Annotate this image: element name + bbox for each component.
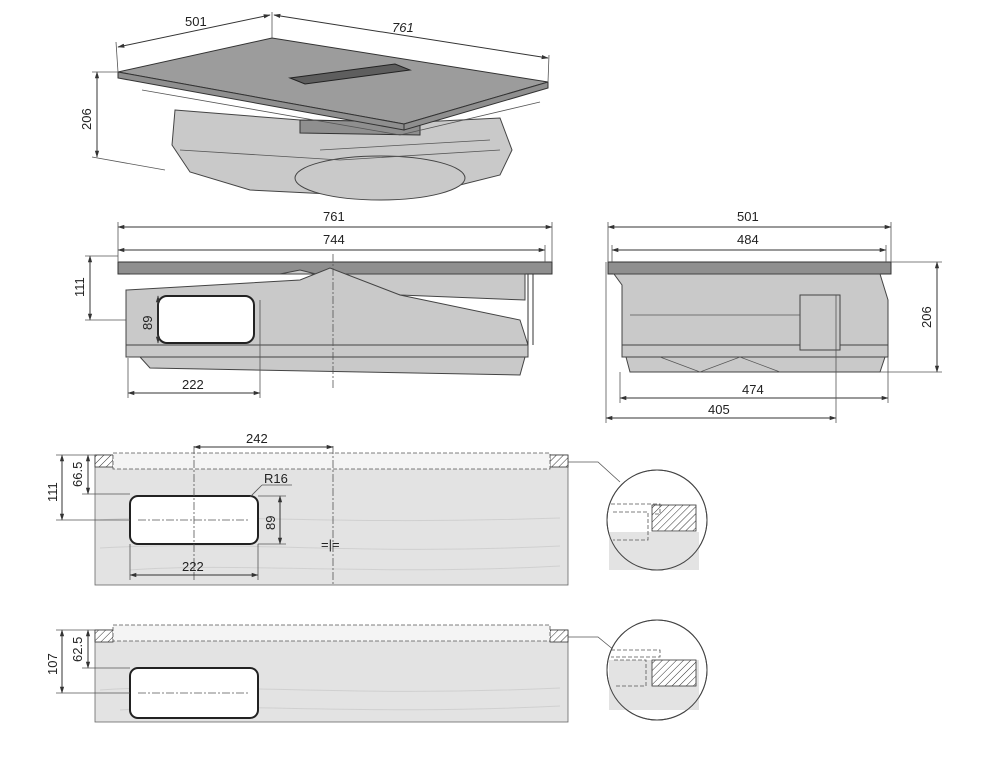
cutout-a-hole-width-label: 222 (182, 559, 204, 574)
side-depth-inner-label: 484 (737, 232, 759, 247)
cutout-a-height-total-label: 111 (45, 482, 60, 502)
cutout-a-hole-height-label: 89 (263, 516, 278, 530)
cutout-a-offset-label: 242 (246, 431, 268, 446)
front-width-outer-label: 761 (323, 209, 345, 224)
cutout-a-height-upper-label: 66.5 (70, 462, 85, 487)
front-duct-height-label: 89 (140, 316, 155, 330)
cutout-a-radius-label: R16 (264, 471, 288, 486)
side-view: 501 484 206 474 405 (605, 209, 942, 423)
iso-view: 501 761 206 (79, 12, 550, 201)
iso-height-label: 206 (79, 108, 94, 130)
side-depth-outer-label: 501 (737, 209, 759, 224)
side-height-label: 206 (919, 306, 934, 328)
cutout-b-height-total-label: 107 (45, 653, 60, 675)
front-width-inner-label: 744 (323, 232, 345, 247)
front-view: 761 744 111 89 222 (72, 209, 553, 398)
cutout-view-b: 107 62.5 (45, 619, 708, 723)
center-mark-icon: =|= (321, 537, 340, 552)
iso-width-label: 761 (392, 20, 414, 35)
iso-depth-label: 501 (185, 14, 207, 29)
side-depth-405-label: 405 (708, 402, 730, 417)
side-depth-474-label: 474 (742, 382, 764, 397)
cutout-view-a: =|= 242 111 66.5 R16 89 222 (45, 431, 708, 586)
front-height-label: 111 (72, 277, 87, 297)
cutout-b-height-upper-label: 62.5 (70, 637, 85, 662)
front-duct-width-label: 222 (182, 377, 204, 392)
